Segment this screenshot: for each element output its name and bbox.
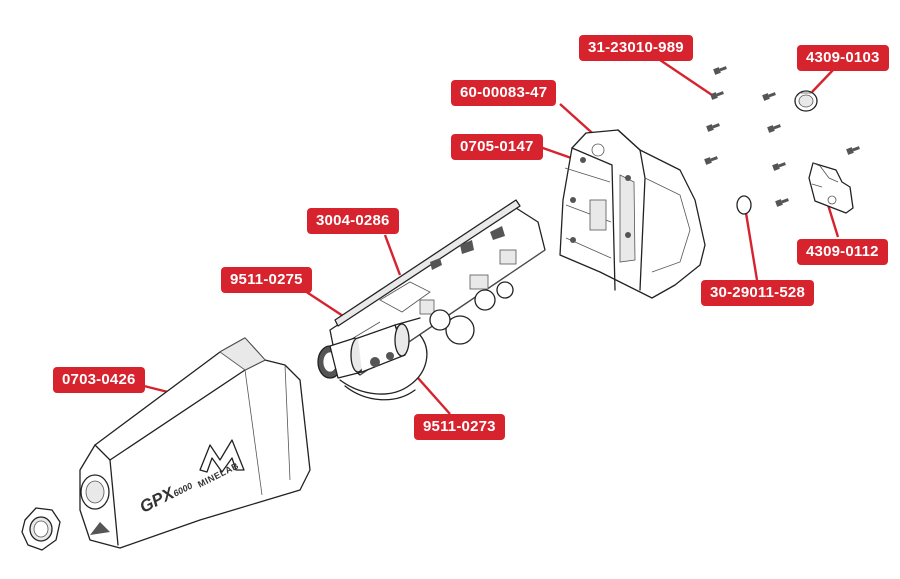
screw [704, 156, 718, 165]
screw [772, 162, 786, 171]
leader-9511-0273 [417, 377, 451, 415]
callout-4309-0112: 4309-0112 [797, 239, 888, 265]
callout-30-29011-528: 30-29011-528 [701, 280, 814, 306]
screws [704, 66, 860, 207]
callout-31-23010-989: 31-23010-989 [579, 35, 693, 61]
callout-9511-0275: 9511-0275 [221, 267, 312, 293]
latch-part [808, 162, 854, 214]
leader-lines [139, 59, 840, 415]
callout-3004-0286: 3004-0286 [307, 208, 399, 234]
callout-60-00083-47: 60-00083-47 [451, 80, 557, 106]
leader-3004-0286 [383, 234, 402, 276]
front-housing-part [79, 337, 311, 549]
o-ring-part [736, 195, 752, 215]
screw [846, 146, 860, 155]
leader-30-29011-528 [744, 212, 759, 281]
screw [706, 123, 720, 132]
screw [767, 124, 781, 133]
callout-4309-0103: 4309-0103 [797, 45, 889, 71]
connector-cable-part [317, 317, 428, 401]
rear-housing-part [559, 129, 706, 299]
leader-4309-0103 [811, 68, 835, 93]
screw [775, 198, 789, 207]
callout-9511-0273: 9511-0273 [414, 414, 505, 440]
screw [762, 92, 776, 101]
screw [710, 91, 724, 100]
screw [713, 66, 727, 75]
callout-0703-0426: 0703-0426 [53, 367, 145, 393]
lock-nut-part [21, 507, 61, 551]
cap-part [794, 90, 818, 112]
callout-0705-0147: 0705-0147 [451, 134, 543, 160]
logo-mark [199, 439, 245, 473]
leader-31-23010-989 [659, 59, 713, 96]
